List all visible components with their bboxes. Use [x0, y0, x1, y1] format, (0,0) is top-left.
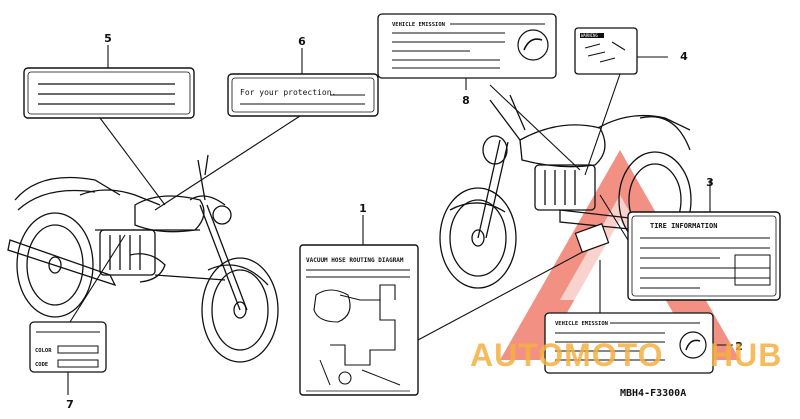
- callout-8: 8: [462, 94, 470, 107]
- warning-small-text: WARNING: [581, 33, 598, 38]
- callout-6: 6: [298, 35, 306, 48]
- label-4-plate: WARNING: [574, 27, 638, 75]
- label-8-plate: VEHICLE EMISSION: [377, 13, 557, 79]
- part-code: MBH4-F3300A: [620, 388, 686, 399]
- label-1-plate: VACUUM HOSE ROUTING DIAGRAM: [299, 244, 419, 396]
- callout-4: 4: [680, 50, 688, 63]
- tire-info-text: TIRE INFORMATION: [650, 222, 717, 230]
- left-motorcycle: [7, 154, 279, 363]
- label-5-plate: [23, 67, 195, 119]
- vehicle-emission-top-text: VEHICLE EMISSION: [392, 22, 445, 28]
- callout-numbers: 1 2 3 4 5 6 7 8: [66, 32, 743, 411]
- small-tag: [574, 223, 610, 253]
- code-text: CODE: [35, 362, 48, 368]
- right-motorcycle: [439, 94, 692, 289]
- leader-lines: [67, 45, 733, 395]
- vacuum-title-text: VACUUM HOSE ROUTING DIAGRAM: [306, 257, 404, 264]
- protection-text: For your protection.: [240, 88, 336, 97]
- callout-3: 3: [706, 176, 714, 189]
- vehicle-emission-bottom-text: VEHICLE EMISSION: [555, 321, 608, 327]
- color-text: COLOR: [35, 348, 52, 354]
- callout-2: 2: [735, 340, 743, 353]
- label-6-plate: For your protection.: [227, 73, 379, 117]
- label-7-plate: COLOR CODE: [29, 321, 107, 373]
- watermark-text: AUTOMOTO HUB: [470, 337, 782, 373]
- callout-7: 7: [66, 398, 74, 411]
- callout-5: 5: [104, 32, 112, 45]
- callout-1: 1: [359, 202, 367, 215]
- label-3-plate: TIRE INFORMATION: [627, 211, 781, 301]
- label-2-plate: VEHICLE EMISSION: [544, 312, 714, 374]
- watermark-text-right: HUB: [710, 337, 782, 373]
- watermark-text-left: AUTOMOTO: [470, 337, 663, 373]
